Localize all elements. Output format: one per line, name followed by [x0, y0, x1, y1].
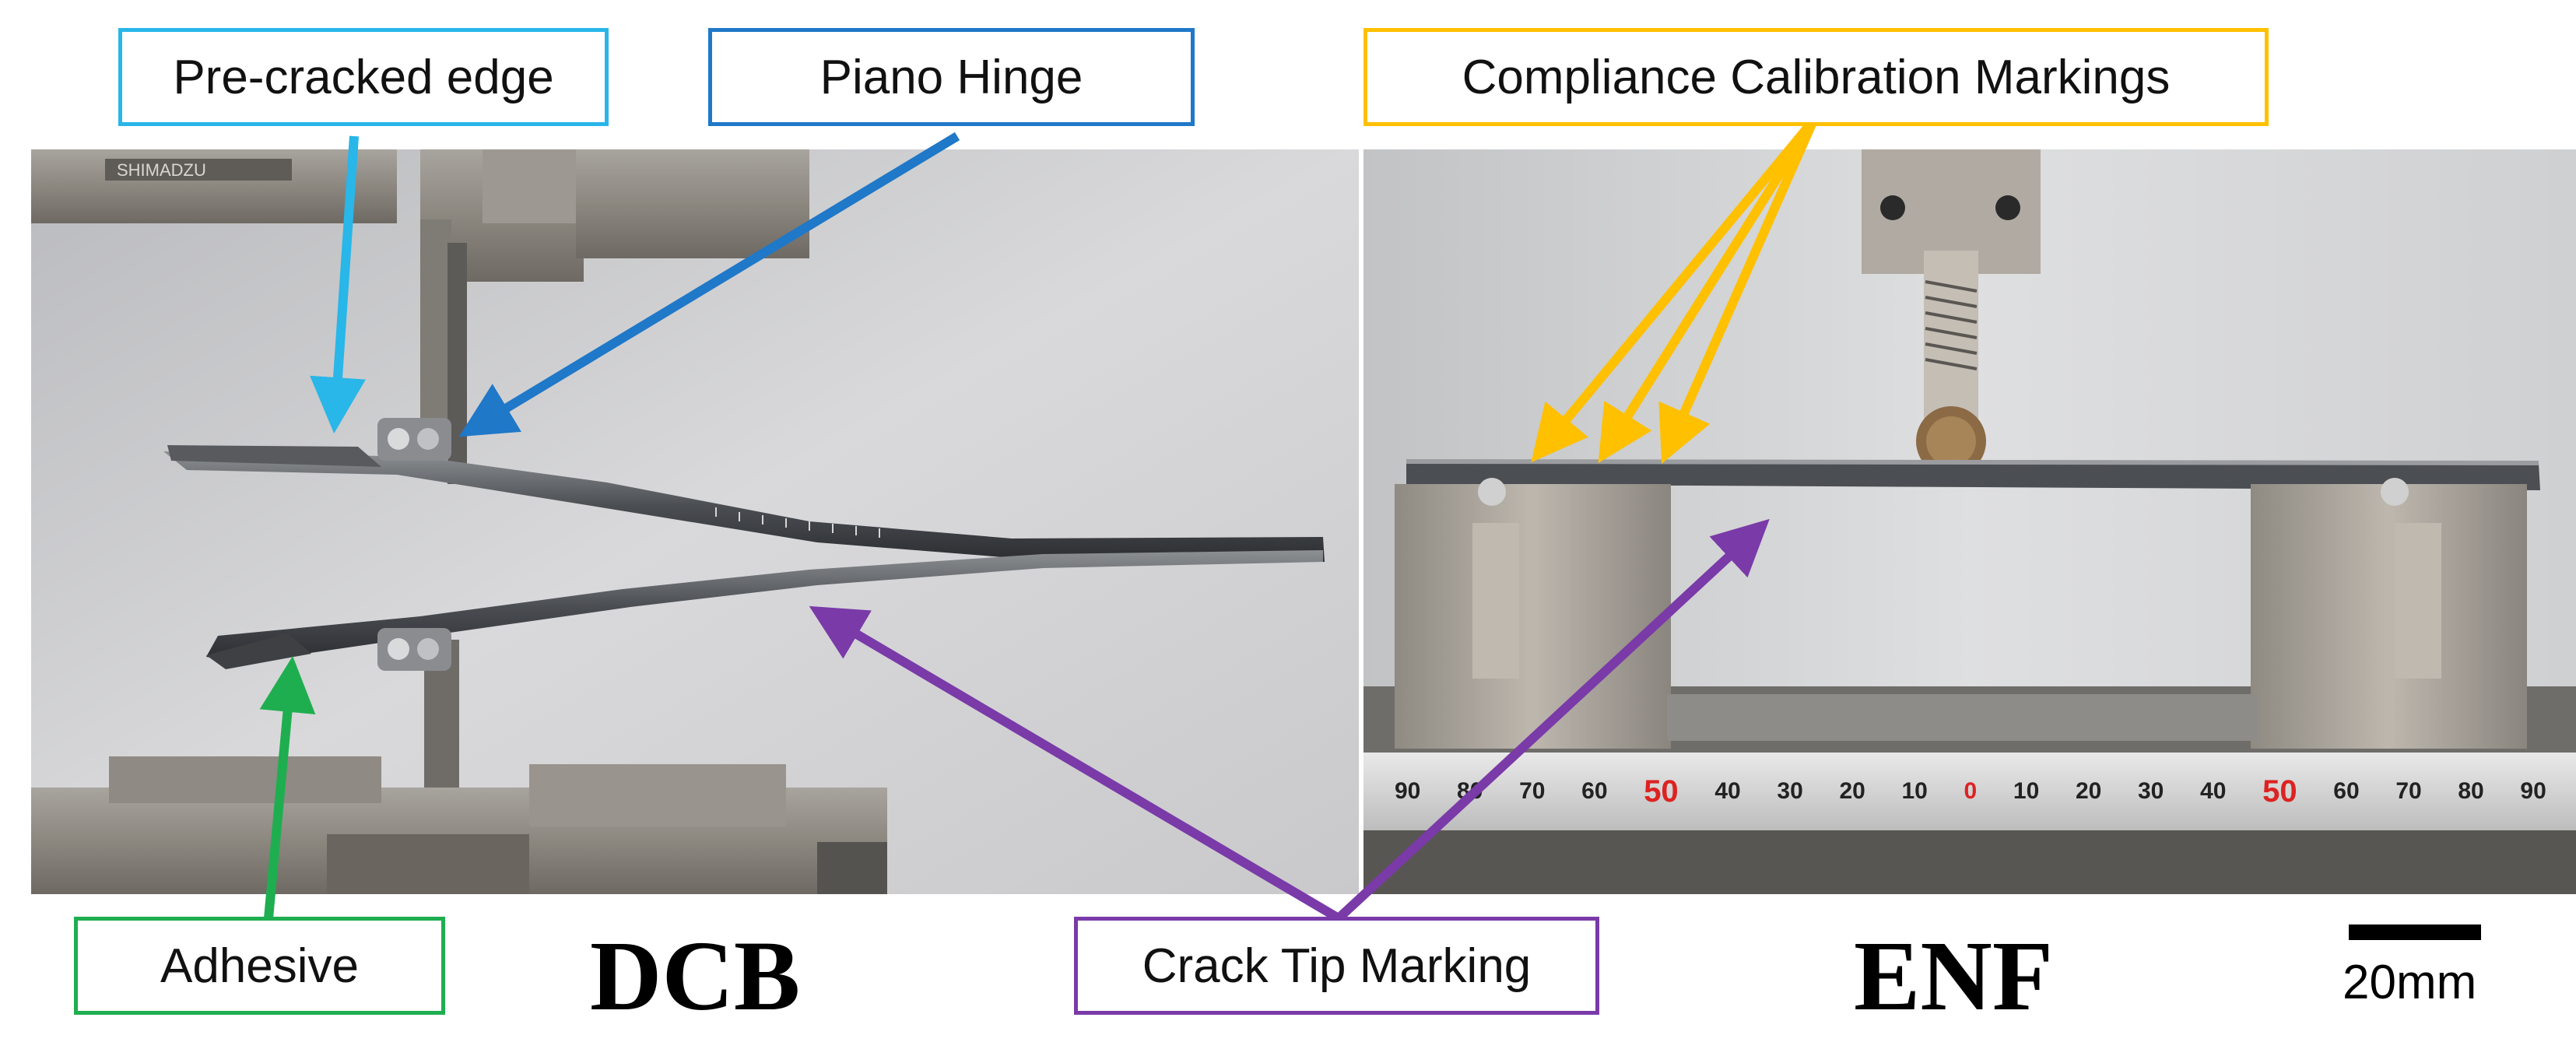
- compliance-arrow-3: [1658, 118, 1818, 464]
- ruler-tick: 90: [2520, 778, 2546, 804]
- ruler-tick: 70: [2395, 778, 2422, 804]
- compliance-arrow-1: [1531, 118, 1817, 463]
- adhesive-label: Adhesive: [74, 917, 445, 1015]
- dcb-lower-adherend: [206, 550, 1323, 663]
- lower-piano-hinge: [377, 628, 451, 671]
- scale-bar: [2349, 924, 2481, 940]
- adhesive-text: Adhesive: [160, 939, 360, 993]
- ruler-tick: 70: [1519, 778, 1546, 804]
- piano-hinge-text: Piano Hinge: [819, 50, 1083, 104]
- compliance-markings-label: Compliance Calibration Markings: [1363, 28, 2269, 126]
- ruler-tick: 40: [2200, 778, 2227, 804]
- ruler-tick: 60: [1581, 778, 1608, 804]
- left-support: [1395, 478, 1671, 749]
- enf-title: ENF: [1854, 921, 2053, 1031]
- crack-tip-marking-label: Crack Tip Marking: [1074, 917, 1599, 1015]
- scale-bar-label: 20mm: [2343, 956, 2477, 1009]
- ruler-tick: 0: [1964, 778, 1978, 804]
- dcb-title: DCB: [590, 921, 801, 1031]
- ruler: [1363, 753, 2576, 894]
- right-support: [2251, 478, 2527, 749]
- loading-nose: [1862, 149, 2041, 476]
- dcb-upper-adherend: [163, 451, 1325, 562]
- ruler-tick: 60: [2333, 778, 2360, 804]
- pre-cracked-edge-arrow: [310, 135, 366, 433]
- dcb-photo-scene: SHIMADZU: [31, 149, 1359, 894]
- pre-cracked-edge-text: Pre-cracked edge: [173, 50, 554, 104]
- dcb-photo: SHIMADZU: [31, 149, 1359, 894]
- machine-plate-text: SHIMADZU: [117, 160, 206, 180]
- piano-hinge-arrow: [458, 132, 960, 437]
- ruler-tick: 90: [1395, 778, 1421, 804]
- dcb-marker-ticks: [715, 507, 880, 538]
- enf-photo-scene: [1363, 149, 2576, 894]
- upper-grip: SHIMADZU: [31, 149, 809, 484]
- ruler-ticks: 90 80 70 60 50 40 30 20 10 0 10 20 30 40…: [1395, 764, 2546, 819]
- compliance-markings-text: Compliance Calibration Markings: [1462, 50, 2171, 104]
- lower-grip: [31, 640, 887, 894]
- crack-tip-marking-text: Crack Tip Marking: [1142, 939, 1532, 993]
- ruler-tick: 10: [2013, 778, 2040, 804]
- upper-piano-hinge: [377, 418, 451, 461]
- ruler-tick: 10: [1901, 778, 1928, 804]
- enf-specimen: [1406, 462, 2540, 490]
- ruler-tick: 30: [1777, 778, 1803, 804]
- enf-photo: 90 80 70 60 50 40 30 20 10 0 10 20 30 40…: [1363, 149, 2576, 894]
- crack-tip-arrow-dcb: [809, 605, 1342, 923]
- piano-hinge-label: Piano Hinge: [708, 28, 1195, 126]
- ruler-tick: 50: [2262, 774, 2297, 809]
- ruler-tick: 80: [2458, 778, 2484, 804]
- crack-tip-arrow-enf: [1335, 518, 1770, 922]
- compliance-arrow-2: [1598, 118, 1818, 464]
- ruler-tick: 20: [1839, 778, 1865, 804]
- ruler-tick: 30: [2138, 778, 2164, 804]
- ruler-tick: 20: [2075, 778, 2102, 804]
- ruler-tick: 50: [1644, 774, 1679, 809]
- adhesive-arrow: [259, 656, 316, 919]
- pre-cracked-edge-label: Pre-cracked edge: [118, 28, 609, 126]
- ruler-tick: 40: [1714, 778, 1741, 804]
